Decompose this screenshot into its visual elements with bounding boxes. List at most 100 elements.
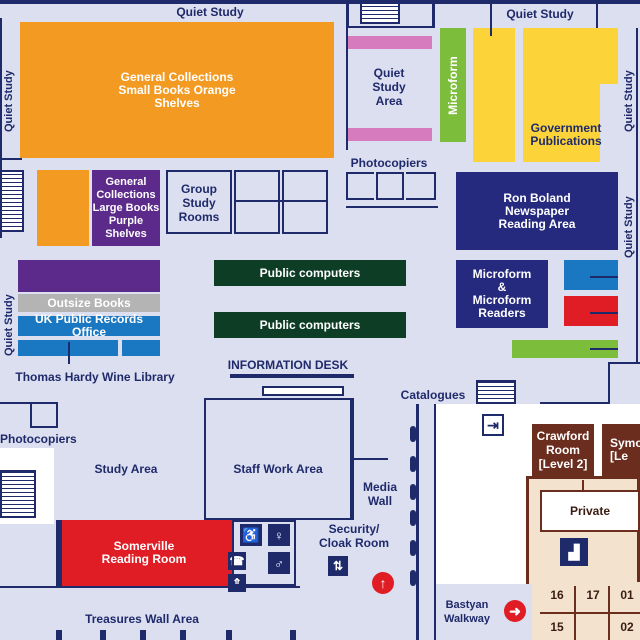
info-desk-counter [230, 374, 354, 378]
wall [432, 0, 435, 28]
wall-right [636, 28, 638, 364]
public-computers-1[interactable]: Public computers [214, 260, 406, 286]
wall-stub [226, 630, 232, 640]
quiet-study-top-right-label: Quiet Study [506, 7, 574, 21]
pointer-line [582, 480, 584, 492]
general-collections-purple[interactable]: General Collections Large Books Purple S… [92, 170, 160, 246]
pink-shelf-top [348, 36, 432, 49]
group-study-room[interactable] [282, 170, 328, 234]
quiet-study-left-upper-label: Quiet Study [3, 70, 15, 132]
wall-stub [56, 630, 62, 640]
wall-dashed [352, 458, 388, 460]
microform-readers[interactable]: Microform & Microform Readers [456, 260, 548, 328]
wall [490, 28, 492, 36]
quiet-study-right-lower-label: Quiet Study [623, 196, 635, 258]
private-room: Private [540, 490, 640, 532]
bastyan-walkway-label: Bastyan Walkway [443, 599, 491, 625]
red-block [564, 296, 618, 326]
blue-shelf [122, 340, 160, 356]
screen [410, 510, 416, 526]
female-toilet-icon: ♀ [268, 524, 290, 546]
pointer-line [590, 276, 618, 278]
stairs-left [0, 170, 24, 232]
numbered-rooms [532, 582, 640, 640]
government-publications-block[interactable] [523, 28, 600, 162]
wall [596, 0, 598, 28]
screen [410, 426, 416, 442]
wall [608, 362, 610, 402]
media-wall [416, 404, 419, 640]
general-collections-orange[interactable]: General Collections Small Books Orange S… [20, 22, 334, 158]
orange-shelves-small[interactable] [37, 170, 89, 246]
crawford-room[interactable]: Crawford Room [Level 2] [532, 424, 594, 476]
quiet-study-left-lower-label: Quiet Study [3, 294, 15, 356]
up-arrow-icon: ↑ [372, 572, 394, 594]
media-wall-label: Media Wall [362, 480, 397, 508]
wall [0, 586, 300, 588]
outsize-books[interactable]: Outsize Books [18, 294, 160, 312]
yellow-shelf-small [600, 28, 618, 84]
wall [0, 158, 22, 160]
purple-shelf-band [18, 260, 160, 292]
pointer-line [590, 312, 618, 314]
yellow-shelf [473, 28, 515, 162]
right-arrow-icon: ➜ [504, 600, 526, 622]
accessible-toilet-icon: ♿ [240, 524, 262, 546]
thomas-hardy-label: Thomas Hardy Wine Library [15, 370, 175, 384]
wall [346, 26, 348, 150]
emergency-exit-icon: ⇥ [482, 414, 504, 436]
government-publications-label: Government Publications [530, 121, 602, 148]
microform-label: Microform [445, 55, 460, 115]
lift-icon: ⇅ [328, 556, 348, 576]
wall [346, 0, 349, 28]
somerville-reading-room[interactable]: Somerville Reading Room [56, 520, 232, 586]
wall [540, 402, 610, 404]
toilet-block [232, 520, 296, 586]
wall [0, 402, 58, 404]
wall-stub [100, 630, 106, 640]
information-desk-label: INFORMATION DESK [227, 358, 349, 372]
group-study-room[interactable] [166, 170, 232, 234]
public-computers-2[interactable]: Public computers [214, 312, 406, 338]
room-02-label: 02 [620, 620, 634, 634]
information-desk[interactable] [262, 386, 344, 396]
uk-public-records-office[interactable]: UK Public Records Office [18, 313, 160, 339]
wall-stub [180, 630, 186, 640]
photocopier[interactable] [376, 172, 404, 200]
group-study-room[interactable] [234, 170, 280, 234]
treasures-wall-label: Treasures Wall Area [85, 612, 199, 626]
room-15-label: 15 [550, 620, 564, 634]
screen [410, 456, 416, 472]
room-01-label: 01 [620, 588, 634, 602]
symons-room[interactable]: Symo [Le [602, 424, 640, 476]
microform-column[interactable]: Microform [440, 28, 466, 142]
stairs-top [360, 2, 400, 24]
room-16-label: 16 [550, 588, 564, 602]
room-17-label: 17 [586, 588, 600, 602]
wall-stub [290, 630, 296, 640]
wall-left [0, 18, 2, 238]
wall [490, 0, 492, 28]
group-study-rooms-label: Group Study Rooms [178, 182, 220, 224]
stairs-left-lower [0, 470, 36, 518]
photocopier[interactable] [406, 172, 436, 200]
staff-work-area-label: Staff Work Area [233, 462, 323, 476]
photocopier-room [30, 402, 58, 428]
photocopier[interactable] [346, 172, 374, 200]
room-divider [540, 612, 640, 614]
blue-block [564, 260, 618, 290]
quiet-study-top-left-label: Quiet Study [176, 5, 244, 19]
security-cloak-label: Security/ Cloak Room [318, 522, 389, 550]
ron-boland-newspaper-area[interactable]: Ron Boland Newspaper Reading Area [456, 172, 618, 250]
room-divider [574, 586, 576, 640]
room-divider [608, 586, 610, 640]
photocopiers-left-label: Photocopiers [0, 432, 77, 446]
wall [434, 404, 436, 640]
pointer-line [68, 342, 70, 364]
staff-work-area[interactable] [204, 398, 352, 520]
stairs-catalogues [476, 380, 516, 404]
photocopiers-top-label: Photocopiers [350, 156, 428, 170]
quiet-study-right-upper-label: Quiet Study [623, 70, 635, 132]
catalogues-label: Catalogues [400, 388, 466, 402]
